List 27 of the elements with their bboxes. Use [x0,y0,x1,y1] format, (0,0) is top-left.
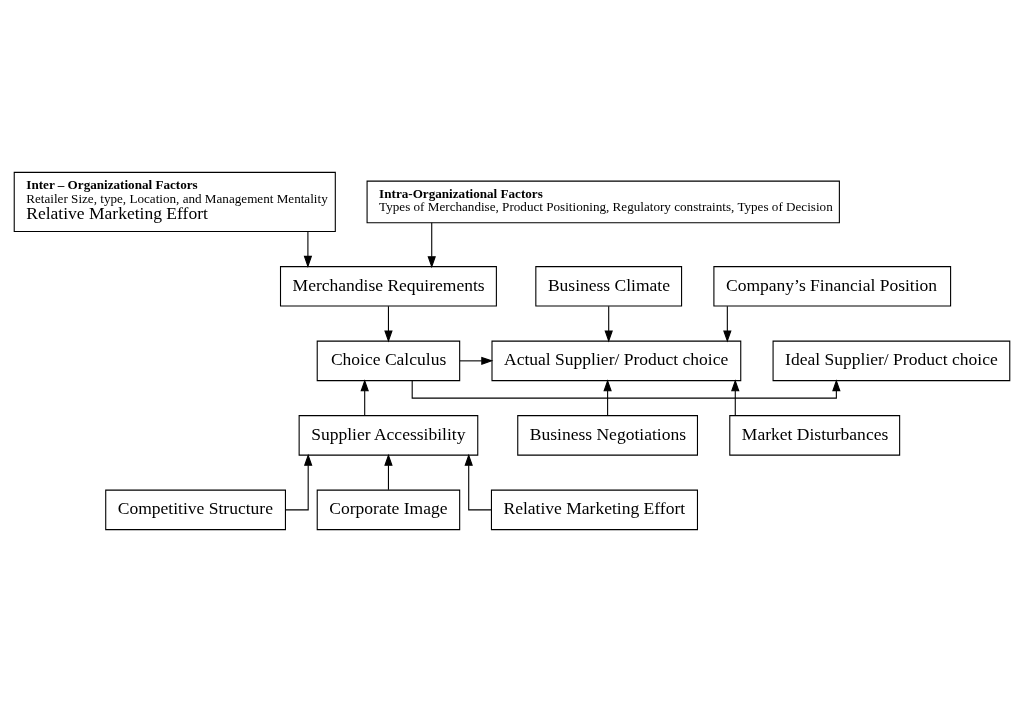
arrow [359,379,369,416]
node-box: Business Negotiations [516,415,698,456]
node-box: Relative Marketing Effort [490,489,698,531]
node-box: Actual Supplier/ Product choice [490,340,741,382]
arrow [722,305,732,343]
arrow [427,222,436,269]
node-box: Choice Calculus [316,340,460,382]
arrow [303,231,312,268]
arrow [284,453,312,511]
node-box: Market Disturbances [728,415,900,456]
node-box: Supplier Accessibility [298,415,478,456]
node-box: Corporate Image [316,489,460,531]
node-box: Ideal Supplier/ Product choice [772,340,1010,382]
arrow [411,379,841,399]
node-box: Competitive Structure [104,489,286,531]
node-box: Inter – Organizational Factors Retailer Size, type, Location, and Management Mentality Relative Marketing Effort [13,171,336,233]
arrow [603,305,613,343]
arrow [730,379,739,416]
arrow [602,379,612,416]
node-box: Intra-Organizational Factors Types of Merchandise, Product Positioning, Regulatory constraints, Types of Decision [366,180,840,224]
arrow [383,453,393,491]
node-box: Merchandise Requirements [279,266,497,307]
arrow [458,356,493,366]
arrow [464,453,492,511]
node-box: Business Climate [534,266,682,307]
arrow [383,305,393,343]
node-box: Company’s Financial Position [712,266,951,307]
